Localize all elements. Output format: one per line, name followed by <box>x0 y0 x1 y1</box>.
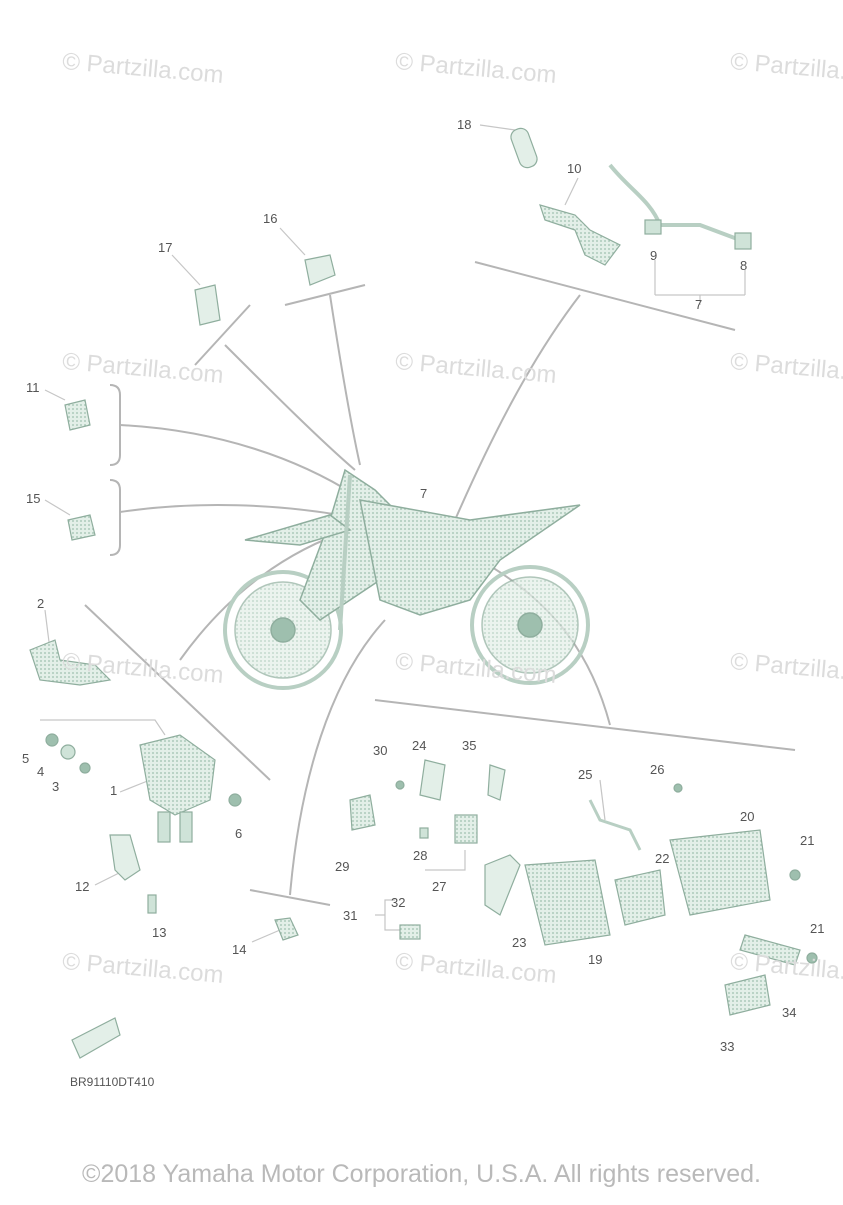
callout-8: 8 <box>740 258 748 273</box>
callout-1: 1 <box>110 783 118 798</box>
copyright-notice: ©2018 Yamaha Motor Corporation, U.S.A. A… <box>82 1160 761 1188</box>
callout-27: 27 <box>432 879 447 894</box>
callout-7a: 7 <box>695 297 703 312</box>
callout-5: 5 <box>22 751 30 766</box>
callout-30: 30 <box>373 743 388 758</box>
callout-12: 12 <box>75 879 90 894</box>
callout-31: 31 <box>343 908 358 923</box>
callout-9: 9 <box>650 248 658 263</box>
callout-7b: 7 <box>420 486 428 501</box>
callout-26: 26 <box>650 762 665 777</box>
callout-35: 35 <box>462 738 477 753</box>
callout-3: 3 <box>52 779 60 794</box>
callout-21a: 21 <box>800 833 815 848</box>
callout-2: 2 <box>37 596 45 611</box>
callout-20: 20 <box>740 809 755 824</box>
callout-13: 13 <box>152 925 167 940</box>
callout-4: 4 <box>37 764 45 779</box>
callout-24: 24 <box>412 738 427 753</box>
callout-6: 6 <box>235 826 243 841</box>
callout-15: 15 <box>26 491 41 506</box>
callout-25: 25 <box>578 767 593 782</box>
callout-32: 32 <box>391 895 406 910</box>
motorcycle <box>223 468 590 690</box>
callout-29: 29 <box>335 859 350 874</box>
callout-18: 18 <box>457 117 472 132</box>
callout-21b: 21 <box>810 921 825 936</box>
callout-22: 22 <box>655 851 670 866</box>
callout-23: 23 <box>512 935 527 950</box>
callout-11: 11 <box>26 380 40 395</box>
diagram-code: BR91110DT410 <box>70 1075 155 1089</box>
callout-28: 28 <box>413 848 428 863</box>
callout-19: 19 <box>588 952 603 967</box>
parts <box>29 127 818 1059</box>
callout-14: 14 <box>232 942 247 957</box>
callout-10: 10 <box>567 161 582 176</box>
callout-34: 34 <box>782 1005 797 1020</box>
callout-33: 33 <box>720 1039 735 1054</box>
callout-16: 16 <box>263 211 278 226</box>
callout-17: 17 <box>158 240 173 255</box>
